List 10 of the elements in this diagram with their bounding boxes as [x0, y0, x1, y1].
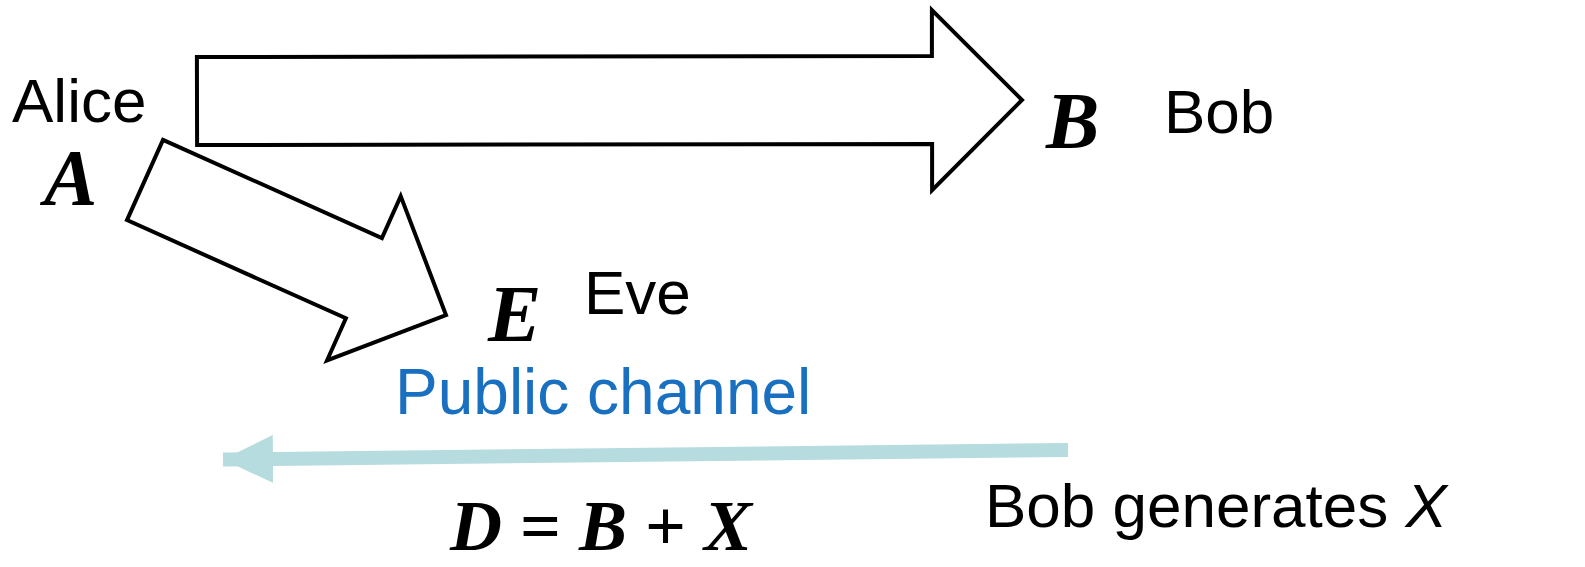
arrow	[222, 434, 1069, 483]
block-arrow	[124, 137, 449, 364]
variable-symbol: B	[1046, 81, 1100, 161]
node-label: Alice	[12, 70, 147, 132]
block-arrow	[194, 5, 1025, 195]
variable-symbol: E	[488, 274, 542, 354]
node-label: Bob	[1164, 81, 1275, 143]
node-label: Eve	[584, 262, 691, 324]
formula: D = B + X	[450, 490, 753, 562]
edge-label: Public channel	[395, 360, 812, 424]
